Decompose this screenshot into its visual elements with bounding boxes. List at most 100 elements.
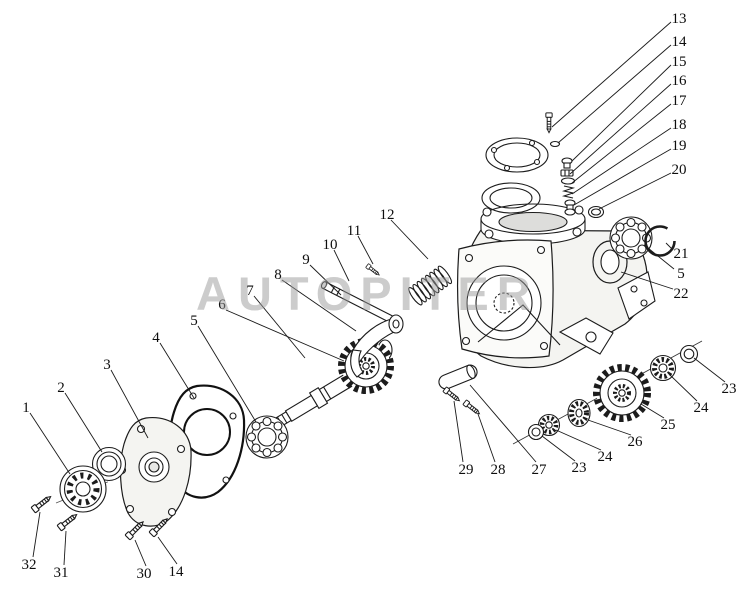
leader-line-30 — [134, 539, 147, 567]
seal-ring-small — [587, 205, 605, 219]
callout-label-9: 9 — [302, 252, 310, 268]
leader-line-31 — [63, 530, 67, 566]
callout-label-10: 10 — [323, 237, 338, 253]
callout-label-14: 14 — [169, 564, 185, 580]
leader-line-22 — [620, 271, 674, 290]
leader-line-16 — [569, 83, 672, 175]
callout-label-20: 20 — [672, 162, 687, 178]
leader-line-2 — [64, 392, 103, 453]
ball-bearing-right — [609, 216, 653, 260]
leader-line-3 — [110, 369, 149, 439]
bolt-washer — [549, 140, 561, 148]
leader-line-8 — [281, 279, 357, 332]
leader-line-6 — [225, 309, 345, 362]
retaining-ring-upper — [679, 344, 699, 364]
leader-line-32 — [32, 511, 41, 558]
callout-label-13: 13 — [672, 11, 687, 27]
callout-label-28: 28 — [491, 462, 506, 478]
callout-label-30: 30 — [137, 566, 152, 582]
callout-label-14: 14 — [672, 34, 688, 50]
front-cover-cap — [59, 465, 107, 513]
callout-label-6: 6 — [218, 297, 226, 313]
leader-line-18 — [571, 127, 672, 195]
top-cover — [485, 137, 549, 173]
leader-line-23 — [541, 435, 576, 462]
lock-screw-b — [462, 399, 482, 417]
bolt-icon — [545, 112, 553, 134]
callout-label-2: 2 — [57, 380, 65, 396]
callout-label-29: 29 — [459, 462, 474, 478]
leader-line-10 — [333, 249, 350, 282]
leader-line-7 — [253, 295, 306, 359]
callout-label-12: 12 — [380, 207, 395, 223]
callout-label-11: 11 — [347, 223, 361, 239]
callout-label-24: 24 — [694, 400, 710, 416]
leader-line-17 — [571, 103, 672, 184]
snap-ring — [644, 225, 676, 257]
callout-label-22: 22 — [674, 286, 689, 302]
leader-line-1 — [29, 412, 71, 475]
callout-label-21: 21 — [674, 246, 689, 262]
callout-label-23: 23 — [722, 381, 737, 397]
oil-seal — [91, 446, 127, 482]
leader-line-24 — [555, 429, 602, 451]
spring — [408, 265, 453, 306]
callout-label-7: 7 — [246, 283, 254, 299]
cover-bolt — [545, 112, 561, 148]
breather-valve — [560, 157, 576, 216]
leader-line-26 — [587, 419, 632, 436]
leader-line-23 — [693, 357, 726, 383]
leader-line-15 — [571, 64, 672, 162]
callout-label-5: 5 — [190, 313, 198, 329]
callout-label-25: 25 — [661, 417, 676, 433]
leader-line-13 — [551, 21, 672, 128]
idler-gear — [593, 364, 651, 422]
idler-shaft-pin — [438, 364, 478, 390]
leader-line-25 — [640, 403, 665, 419]
ball-bearing-left — [245, 415, 289, 459]
callout-label-31: 31 — [54, 565, 69, 581]
fork-lock-bolt — [365, 263, 382, 278]
leader-line-14 — [557, 44, 672, 144]
callout-label-19: 19 — [672, 138, 687, 154]
splined-washer-upper — [649, 354, 677, 382]
leader-line-19 — [573, 148, 672, 206]
callout-label-5: 5 — [677, 266, 685, 282]
leader-line-5 — [197, 325, 257, 423]
callout-layer: 1314151617181920215222324252624232728291… — [22, 11, 737, 582]
callout-label-18: 18 — [672, 117, 687, 133]
bearing-cover — [117, 417, 192, 527]
callout-label-23: 23 — [572, 460, 587, 476]
callout-label-26: 26 — [628, 434, 644, 450]
leader-line-20 — [598, 172, 672, 210]
retaining-ring-lower — [527, 423, 545, 441]
callout-label-24: 24 — [598, 449, 614, 465]
leader-line-27 — [469, 384, 537, 463]
leader-line-29 — [453, 400, 464, 463]
callout-label-16: 16 — [672, 73, 688, 89]
shift-fork — [350, 314, 404, 378]
leader-line-14 — [157, 536, 178, 565]
callout-label-27: 27 — [532, 462, 548, 478]
callout-label-3: 3 — [103, 357, 111, 373]
callout-label-4: 4 — [152, 330, 160, 346]
leader-line-5 — [647, 247, 675, 270]
splined-bushing — [567, 398, 591, 428]
callout-label-17: 17 — [672, 93, 688, 109]
bolt-icon — [30, 493, 54, 514]
callout-label-32: 32 — [22, 557, 37, 573]
leader-line-12 — [390, 219, 429, 260]
leader-line-21 — [665, 242, 674, 251]
callout-label-15: 15 — [672, 54, 687, 70]
top-cover-gasket — [481, 182, 541, 214]
callout-label-1: 1 — [22, 400, 30, 416]
leader-line-28 — [477, 413, 496, 463]
leader-line-4 — [159, 342, 195, 399]
lock-screw-a — [442, 386, 462, 404]
callout-label-8: 8 — [274, 267, 282, 283]
bolt-icon — [124, 518, 147, 541]
leader-line-9 — [309, 264, 342, 296]
bolt-icon — [56, 511, 80, 532]
